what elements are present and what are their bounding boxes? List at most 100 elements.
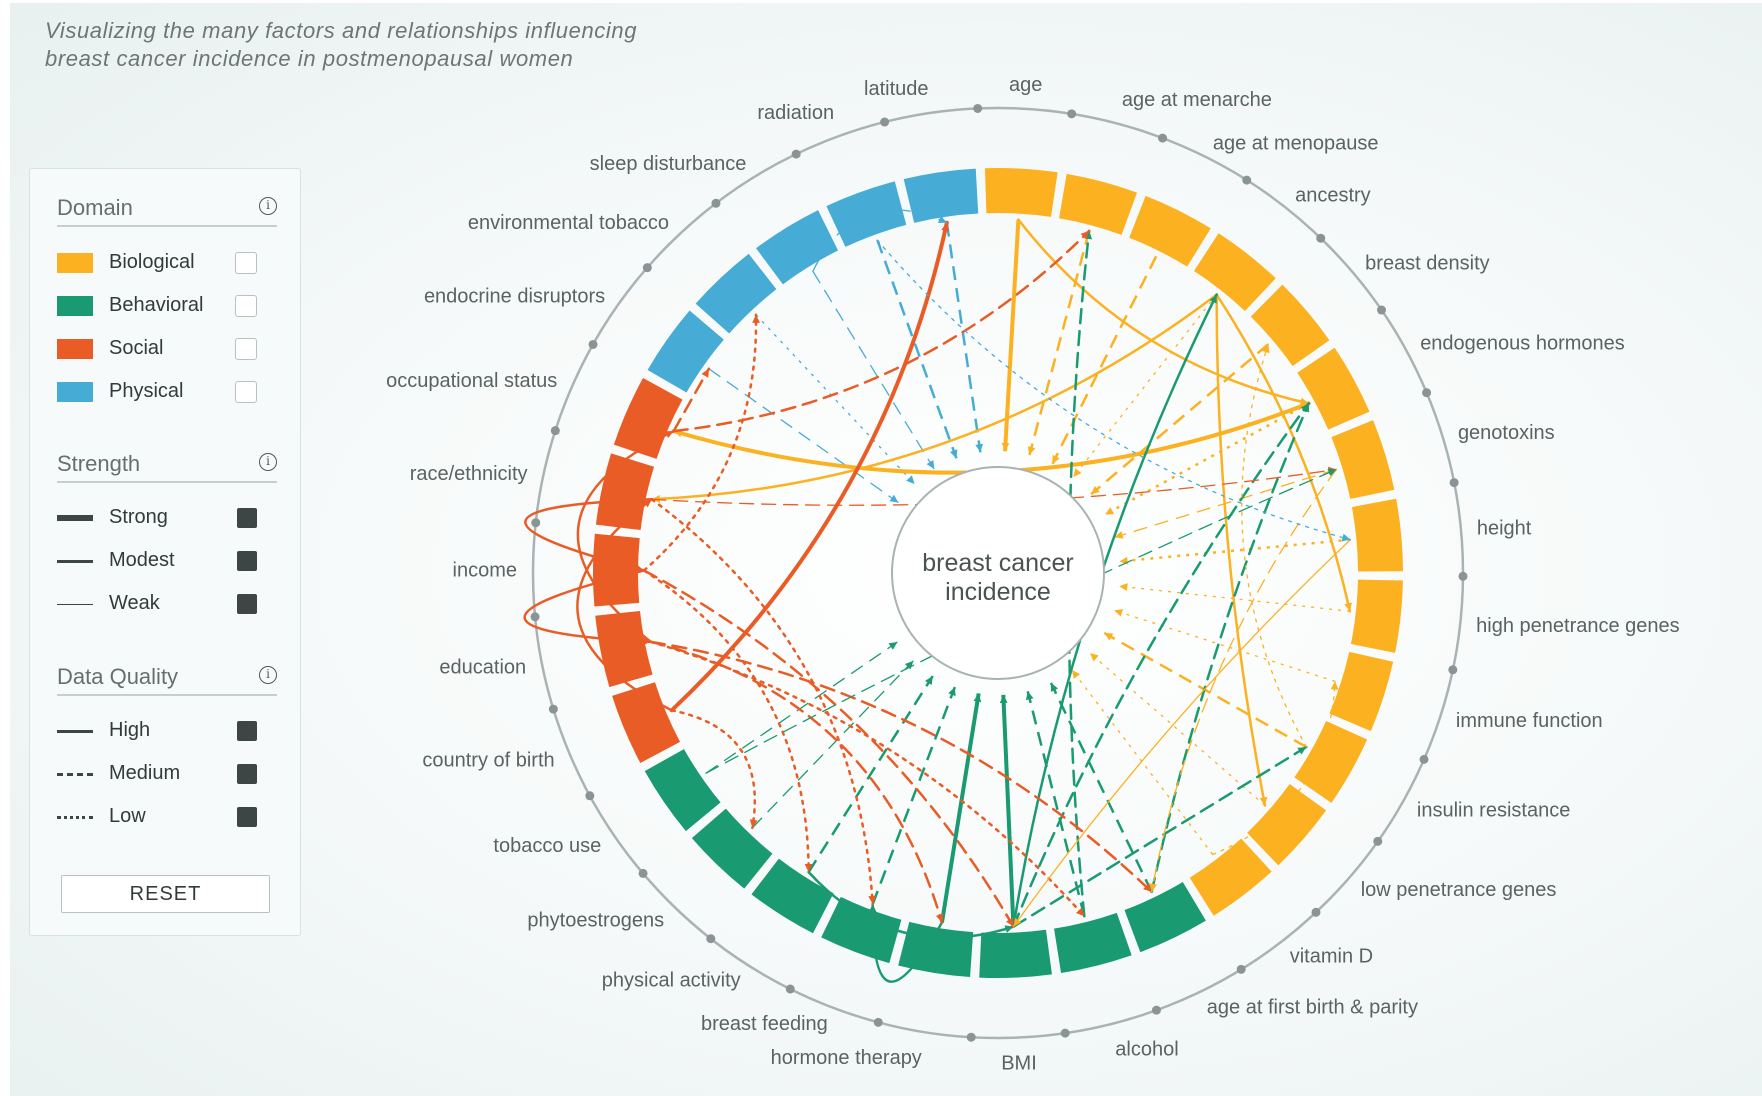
quality-item-medium[interactable]: Medium — [57, 758, 277, 790]
domain-item-biological[interactable]: Biological — [57, 247, 277, 279]
factor-label-age-at-menopause[interactable]: age at menopause — [1213, 133, 1379, 155]
factor-label-education[interactable]: education — [439, 657, 526, 679]
link-to-center — [876, 239, 958, 459]
ring-marker-dot — [973, 103, 983, 113]
factor-label-breast-density[interactable]: breast density — [1365, 252, 1490, 274]
segment-age-at-menopause[interactable] — [1129, 195, 1211, 267]
link-to-center — [945, 222, 982, 453]
strength-item-weak[interactable]: Weak — [57, 588, 277, 620]
low-checkbox[interactable] — [237, 807, 257, 827]
segment-tobacco-use[interactable] — [644, 749, 721, 832]
factor-label-country-of-birth[interactable]: country of birth — [422, 750, 554, 772]
physical-checkbox[interactable] — [235, 381, 257, 403]
segment-genotoxins[interactable] — [1331, 420, 1395, 500]
segment-bmi[interactable] — [979, 929, 1052, 978]
segment-age[interactable] — [984, 168, 1058, 217]
factor-label-age-at-first-birth-parity[interactable]: age at first birth & parity — [1207, 996, 1418, 1018]
segment-race-ethnicity[interactable] — [595, 453, 655, 531]
factor-label-hormone-therapy[interactable]: hormone therapy — [771, 1047, 922, 1069]
factor-label-age[interactable]: age — [1009, 74, 1042, 96]
ring-marker-dot — [1060, 1028, 1070, 1038]
segment-alcohol[interactable] — [1054, 912, 1132, 974]
info-icon[interactable]: i — [259, 197, 277, 215]
factor-label-height[interactable]: height — [1477, 518, 1532, 540]
biological-checkbox[interactable] — [235, 252, 257, 274]
info-icon[interactable]: i — [259, 666, 277, 684]
segment-endocrine-disruptors[interactable] — [647, 310, 724, 393]
factor-label-sleep-disturbance[interactable]: sleep disturbance — [590, 153, 747, 175]
segment-education[interactable] — [595, 610, 653, 688]
ring-marker-dot — [1419, 754, 1429, 764]
quality-item-high[interactable]: High — [57, 715, 277, 747]
segment-age-at-first-birth-parity[interactable] — [1124, 881, 1206, 953]
segment-immune-function[interactable] — [1329, 651, 1394, 732]
segment-breast-density[interactable] — [1250, 284, 1330, 367]
weak-checkbox[interactable] — [237, 594, 257, 614]
factor-label-immune-function[interactable]: immune function — [1456, 710, 1603, 732]
factor-label-latitude[interactable]: latitude — [864, 78, 929, 100]
factor-label-endogenous-hormones[interactable]: endogenous hormones — [1420, 333, 1625, 355]
info-icon[interactable]: i — [259, 453, 277, 471]
link-arrowhead — [1050, 682, 1059, 692]
segment-hormone-therapy[interactable] — [898, 921, 974, 978]
strength-item-modest[interactable]: Modest — [57, 545, 277, 577]
factor-label-radiation[interactable]: radiation — [757, 102, 834, 124]
factor-label-age-at-menarche[interactable]: age at menarche — [1122, 89, 1272, 111]
segment-sleep-disturbance[interactable] — [756, 210, 839, 285]
link-to-center — [939, 693, 981, 923]
segment-height[interactable] — [1351, 498, 1403, 572]
factor-label-physical-activity[interactable]: physical activity — [602, 969, 741, 991]
factor-label-ancestry[interactable]: ancestry — [1295, 185, 1371, 207]
factor-label-race-ethnicity[interactable]: race/ethnicity — [410, 463, 528, 485]
factor-label-alcohol[interactable]: alcohol — [1115, 1038, 1178, 1060]
factor-label-income[interactable]: income — [453, 560, 517, 582]
link-arrowhead — [804, 863, 813, 873]
segment-physical-activity[interactable] — [751, 858, 834, 934]
link-to-center — [708, 368, 899, 504]
strength-item-strong[interactable]: Strong — [57, 502, 277, 534]
factor-label-vitamin-d[interactable]: vitamin D — [1290, 945, 1373, 967]
segment-breast-feeding[interactable] — [821, 896, 902, 964]
link-arrowhead — [973, 693, 982, 703]
segment-high-penetrance-genes[interactable] — [1350, 579, 1403, 653]
strong-checkbox[interactable] — [237, 508, 257, 528]
segment-age-at-menarche[interactable] — [1059, 173, 1138, 235]
quality-item-low[interactable]: Low — [57, 801, 277, 833]
domain-item-social[interactable]: Social — [57, 333, 277, 365]
factor-label-genotoxins[interactable]: genotoxins — [1458, 422, 1555, 444]
factor-label-breast-feeding[interactable]: breast feeding — [701, 1013, 828, 1035]
factor-label-insulin-resistance[interactable]: insulin resistance — [1417, 799, 1570, 821]
factor-label-high-penetrance-genes[interactable]: high penetrance genes — [1476, 615, 1680, 637]
segment-phytoestrogens[interactable] — [691, 808, 773, 889]
segment-low-penetrance-genes[interactable] — [1247, 784, 1327, 866]
strength-section-title: Strength i — [57, 449, 277, 483]
segment-insulin-resistance[interactable] — [1294, 721, 1368, 803]
factor-label-tobacco-use[interactable]: tobacco use — [493, 835, 601, 857]
segment-radiation[interactable] — [826, 181, 907, 247]
modest-checkbox[interactable] — [237, 551, 257, 571]
segment-country-of-birth[interactable] — [612, 682, 681, 764]
behavioral-checkbox[interactable] — [235, 295, 257, 317]
segment-environmental-tobacco[interactable] — [695, 253, 777, 334]
segment-ancestry[interactable] — [1194, 233, 1276, 312]
social-checkbox[interactable] — [235, 338, 257, 360]
link-arrowhead — [1091, 485, 1100, 495]
ring-marker-dot — [548, 704, 558, 714]
factor-label-endocrine-disruptors[interactable]: endocrine disruptors — [424, 285, 605, 307]
medium-checkbox[interactable] — [237, 764, 257, 784]
factor-label-environmental-tobacco[interactable]: environmental tobacco — [468, 212, 669, 234]
ring-marker-dot — [1067, 109, 1077, 119]
factor-label-bmi[interactable]: BMI — [1001, 1053, 1037, 1075]
factor-label-low-penetrance-genes[interactable]: low penetrance genes — [1361, 879, 1557, 901]
segment-occupational-status[interactable] — [613, 377, 683, 459]
segment-latitude[interactable] — [903, 168, 979, 223]
high-checkbox[interactable] — [237, 721, 257, 741]
domain-item-physical[interactable]: Physical — [57, 376, 277, 408]
segment-vitamin-d[interactable] — [1189, 838, 1272, 916]
domain-item-behavioral[interactable]: Behavioral — [57, 290, 277, 322]
reset-button[interactable]: RESET — [61, 875, 270, 913]
segment-endogenous-hormones[interactable] — [1297, 347, 1370, 430]
segment-income[interactable] — [593, 533, 640, 607]
factor-label-occupational-status[interactable]: occupational status — [386, 370, 557, 392]
factor-label-phytoestrogens[interactable]: phytoestrogens — [527, 909, 664, 931]
